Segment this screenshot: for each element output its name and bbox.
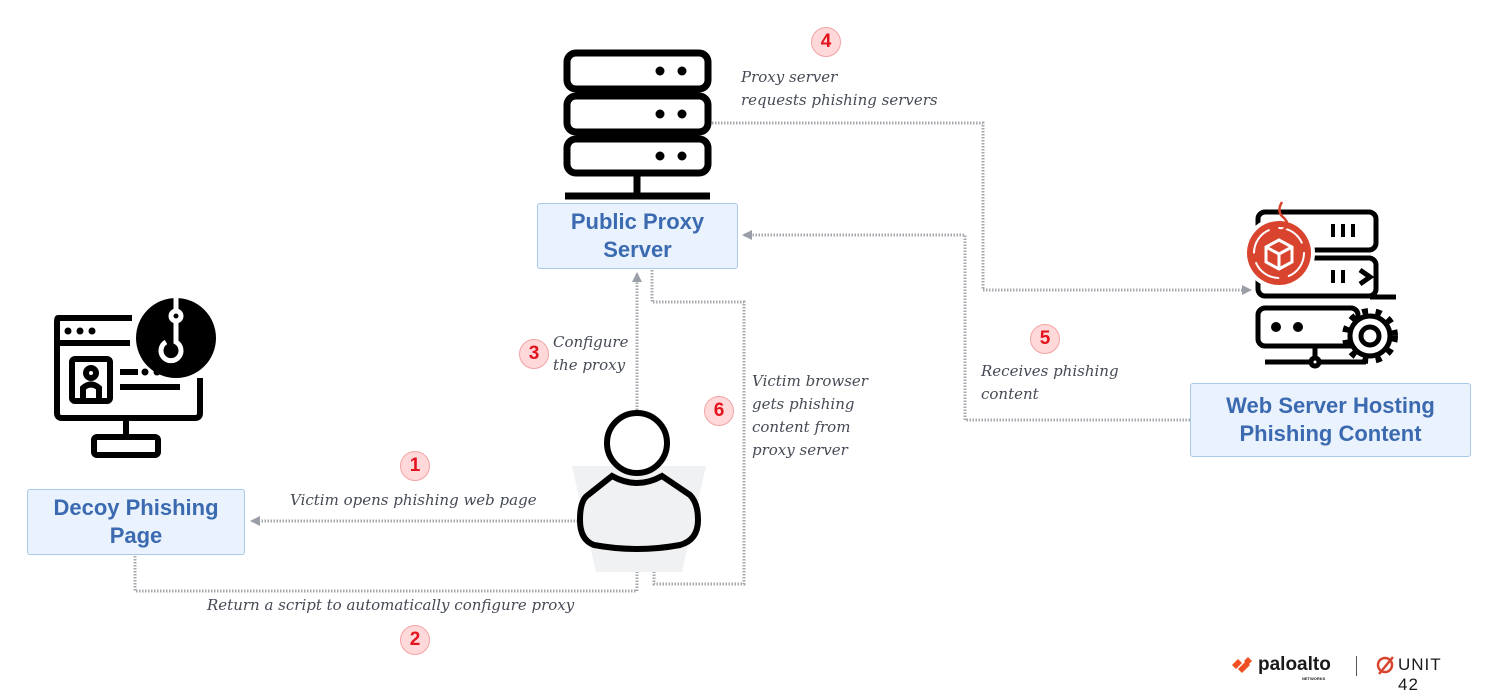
step-badge-4: 4: [811, 27, 841, 57]
connector-step-5: [742, 230, 1190, 422]
paloalto-mark-icon: [1232, 657, 1252, 673]
phishing-monitor-icon: [54, 298, 216, 458]
victim-user-icon: [572, 410, 706, 572]
server-icon: [563, 49, 712, 200]
step-badge-1: 1: [400, 451, 430, 481]
step-badge-3: 3: [519, 339, 549, 369]
connector-step-4: [712, 121, 1252, 295]
node-web-server: Web Server Hosting Phishing Content: [1190, 383, 1471, 457]
step-label-3: Configure the proxy: [553, 333, 629, 374]
logo-divider: [1356, 656, 1357, 676]
unit42-mark-icon: [1376, 656, 1394, 675]
step-label-4: Proxy server requests phishing servers: [741, 68, 938, 109]
step-label-6: Victim browser gets phishing content fro…: [752, 372, 868, 459]
step-badge-6: 6: [704, 396, 734, 426]
node-public-proxy-server: Public Proxy Server: [537, 203, 738, 269]
step-label-2: Return a script to automatically configu…: [207, 596, 575, 614]
connector-step-6: [649, 270, 746, 586]
step-badge-2: 2: [400, 625, 430, 655]
step-label-1: Victim opens phishing web page: [290, 491, 537, 509]
node-decoy-phishing-page: Decoy Phishing Page: [27, 489, 245, 555]
connector-step-2: [133, 554, 642, 593]
step-badge-5: 5: [1030, 324, 1060, 354]
phishing-web-server-icon: [1243, 201, 1398, 369]
step-label-5: Receives phishing content: [981, 362, 1119, 403]
